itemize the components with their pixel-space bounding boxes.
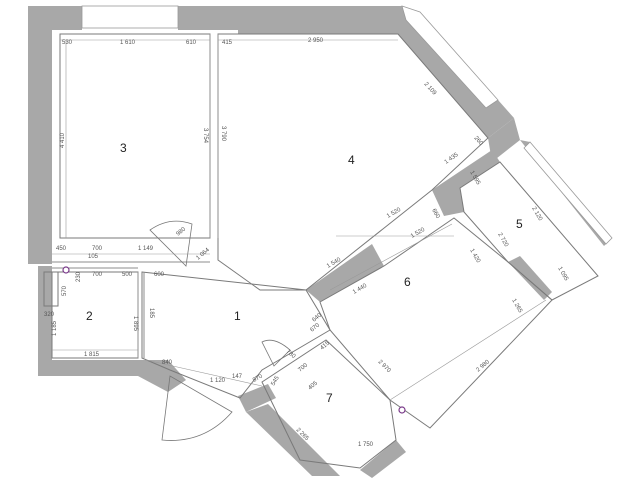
dim-label: 1 149	[138, 246, 154, 252]
room-label-5: 5	[516, 217, 523, 231]
dim-label: 840	[162, 360, 173, 366]
dim-label: 1 895	[132, 316, 138, 332]
window-room5	[523, 141, 613, 245]
dim-label: 610	[186, 40, 197, 46]
wall-room2-left	[38, 266, 52, 376]
room-label-7: 7	[326, 391, 333, 405]
dim-label: 640	[311, 312, 323, 323]
dim-label: 415	[222, 40, 233, 46]
dim-label: 1 520	[410, 227, 427, 240]
dim-label: 4 410	[60, 132, 66, 148]
dim-label: 660	[430, 208, 441, 220]
dim-label: 1 440	[352, 283, 369, 296]
walls	[28, 6, 612, 478]
dim-label: 670	[309, 322, 321, 333]
dim-label: 3 790	[220, 126, 226, 142]
dim-label: 185	[148, 308, 154, 319]
dim-label: 1 750	[358, 442, 374, 448]
room4-outline	[217, 33, 489, 291]
dim-label: 1 185	[52, 320, 58, 336]
dim-label: 1 815	[84, 352, 100, 358]
room-label-4: 4	[348, 153, 355, 167]
socket-icon	[62, 266, 70, 274]
wall-top-middle	[178, 6, 238, 30]
dim-label: 2 950	[308, 38, 324, 44]
room2-outline	[51, 271, 139, 359]
room-label-3: 3	[120, 141, 127, 155]
dim-label: 1 435	[444, 152, 460, 166]
door-room7[interactable]	[261, 339, 291, 367]
dim-label: 980	[175, 226, 187, 237]
dim-label: 600	[154, 272, 165, 278]
dim-label: 2 109	[423, 81, 438, 97]
window-room3	[81, 5, 179, 29]
dim-label: 260	[473, 135, 485, 147]
dim-label: 530	[62, 40, 73, 46]
dim-label: 1 120	[210, 378, 226, 384]
room-outlines	[43, 33, 599, 469]
wall-door-left	[138, 360, 186, 392]
wall-room7-left	[246, 404, 340, 476]
dim-label: 147	[232, 374, 243, 380]
dim-label: 780	[285, 349, 297, 360]
dim-label: 450	[56, 246, 67, 252]
dim-label: 700	[297, 362, 309, 373]
wall-room2-bottom	[38, 360, 138, 376]
wall-5-bottom	[508, 256, 552, 300]
socket-icon	[398, 406, 406, 414]
dim-label: 870	[252, 373, 264, 384]
wall-4-6	[306, 244, 384, 302]
dim-label: 500	[122, 272, 133, 278]
room-label-6: 6	[404, 275, 411, 289]
dim-label: 1 095	[556, 266, 569, 283]
dim-label: 2 120	[530, 206, 543, 223]
dim-label: 545	[271, 375, 282, 387]
dim-label: 2 720	[496, 232, 509, 249]
window-room4	[401, 5, 499, 109]
room-label-1: 1	[234, 309, 241, 323]
dimension-lines	[52, 39, 547, 401]
dim-label: 415	[319, 340, 331, 351]
door-entrance[interactable]	[161, 375, 233, 441]
dim-label: 320	[44, 312, 55, 318]
dim-label: 570	[62, 285, 68, 296]
dim-label: 405	[307, 380, 319, 391]
dim-label: 2 970	[377, 359, 392, 374]
wall-pillar-right	[488, 118, 520, 162]
room7-outline	[261, 339, 397, 469]
room6-outline	[319, 217, 553, 429]
dim-label: 105	[88, 254, 99, 260]
doors	[149, 220, 291, 441]
dim-label: 1 420	[468, 248, 481, 265]
room-label-2: 2	[86, 309, 93, 323]
windows	[81, 5, 613, 245]
dim-label: 3 754	[202, 128, 208, 144]
dim-label: 1 265	[510, 298, 523, 315]
door-room3[interactable]	[149, 220, 193, 267]
room-labels: 3 4 5 6 2 1 7	[86, 141, 523, 405]
dim-label: 1 520	[386, 207, 403, 220]
wall-4-5	[432, 150, 500, 216]
room3-outline	[59, 33, 211, 239]
wall-room7-bottom	[360, 440, 406, 478]
dim-label: 700	[92, 272, 103, 278]
dim-label: 230	[76, 271, 82, 282]
dim-label: 700	[92, 246, 103, 252]
dim-label: 1 610	[120, 40, 136, 46]
closet-room2	[43, 271, 59, 307]
wall-left	[28, 6, 52, 264]
